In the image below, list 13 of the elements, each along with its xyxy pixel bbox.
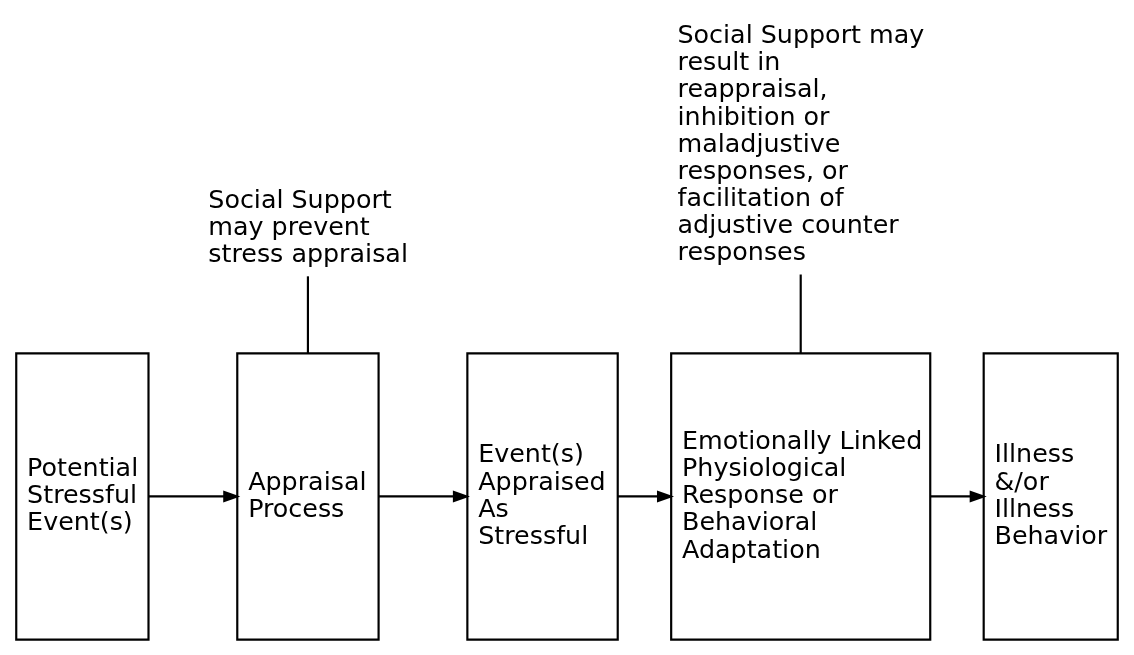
connector xyxy=(306,276,309,354)
node-box: Illness &/or Illness Behavior xyxy=(982,352,1119,641)
arrow xyxy=(379,490,470,503)
arrow xyxy=(618,490,675,503)
node-box: Potential Stressful Event(s) xyxy=(15,352,150,641)
node-box: Appraisal Process xyxy=(236,352,380,641)
node-box: Emotionally Linked Physiological Response or Behavioral Adaptation xyxy=(670,352,932,641)
node-text: Social Support may result in reappraisal, inhibition or maladjustive responses, or facilitation of adjustive counter responses xyxy=(677,18,925,267)
arrow xyxy=(930,490,987,503)
node-box: Event(s) Appraised As Stressful xyxy=(466,352,619,641)
connector xyxy=(799,274,802,354)
node-text: Social Support may prevent stress appraisal xyxy=(208,183,408,269)
arrow xyxy=(148,490,241,503)
